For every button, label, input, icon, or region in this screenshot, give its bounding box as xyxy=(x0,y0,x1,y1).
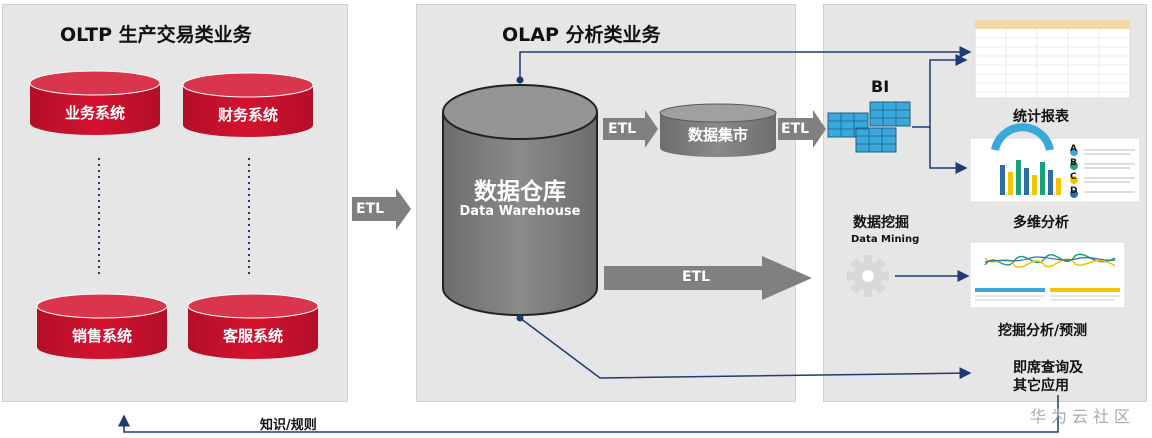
system-service-label: 客服系统 xyxy=(222,327,283,345)
system-finance-label: 财务系统 xyxy=(217,106,278,124)
mart-cylinder xyxy=(659,103,777,157)
multidim-label: 多维分析 xyxy=(1013,215,1069,231)
report-label: 统计报表 xyxy=(1013,109,1069,125)
cylinder-finance xyxy=(182,72,314,137)
etl-label-bi: ETL xyxy=(781,121,810,137)
connector-warehouse-report xyxy=(519,46,972,78)
legend-a: A xyxy=(1070,144,1077,154)
legend-d: D xyxy=(1070,186,1078,196)
olap-title: OLAP 分析类业务 xyxy=(502,24,661,46)
adhoc-label-line2: 其它应用 xyxy=(1013,378,1069,394)
bi-label: BI xyxy=(871,77,890,96)
connector-feedback xyxy=(118,395,1059,433)
etl-label-mining: ETL xyxy=(682,269,711,285)
connector-bi-multidim xyxy=(929,127,968,174)
report-table-thumbnail xyxy=(974,19,1131,99)
connector-warehouse-adhoc xyxy=(519,317,972,380)
connector-bi-report xyxy=(912,54,968,128)
system-business-label: 业务系统 xyxy=(64,104,125,122)
forecast-chart-thumbnail xyxy=(969,241,1126,309)
mart-label: 数据集市 xyxy=(687,126,748,144)
etl-label-main: ETL xyxy=(356,201,385,217)
cylinder-sales xyxy=(36,293,168,359)
etl-arrow-mart xyxy=(603,110,658,148)
bi-cube-icon xyxy=(827,101,911,153)
legend-c: C xyxy=(1070,172,1077,182)
oltp-title: OLTP 生产交易类业务 xyxy=(60,24,252,46)
warehouse-title: 数据仓库 xyxy=(474,179,566,205)
mining-label: 数据挖掘 xyxy=(853,215,909,231)
predict-label: 挖掘分析/预测 xyxy=(998,323,1088,339)
cylinder-service xyxy=(187,293,319,359)
mining-label-en: Data Mining xyxy=(851,234,920,245)
warehouse-cylinder xyxy=(442,84,598,316)
multidim-chart-thumbnail xyxy=(969,123,1141,203)
etl-arrow-bi xyxy=(778,110,826,148)
warehouse-subtitle: Data Warehouse xyxy=(459,204,581,219)
gear-icon xyxy=(847,255,889,297)
adhoc-label-line1: 即席查询及 xyxy=(1013,360,1083,376)
feedback-label: 知识/规则 xyxy=(260,418,317,433)
system-sales-label: 销售系统 xyxy=(71,327,132,345)
cylinder-business xyxy=(29,70,161,135)
etl-arrow-main xyxy=(352,188,411,230)
etl-arrow-mining xyxy=(604,256,812,300)
watermark: 华为云社区 xyxy=(1030,407,1136,426)
etl-label-mart: ETL xyxy=(608,121,637,137)
legend-b: B xyxy=(1070,158,1077,168)
